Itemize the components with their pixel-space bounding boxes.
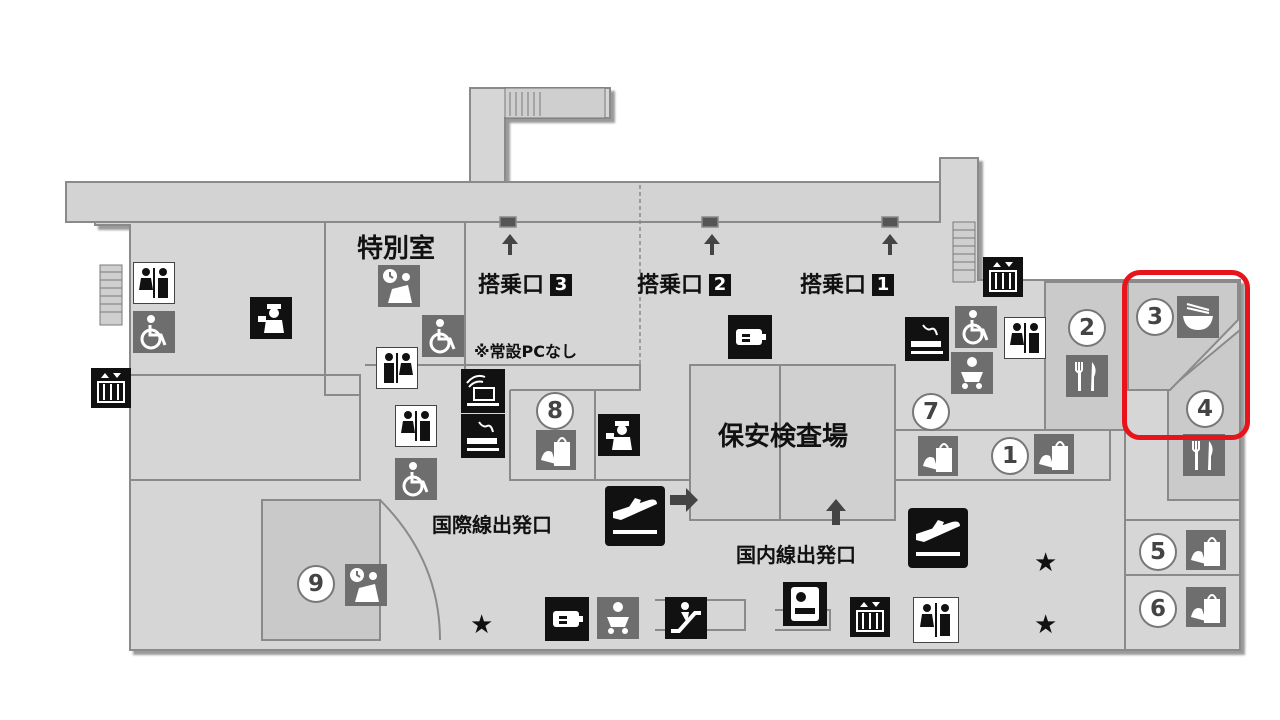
gate-1-number: 1 <box>872 274 895 296</box>
vending-icon <box>783 582 827 626</box>
gate-doors <box>490 185 930 390</box>
lounge-icon <box>378 265 420 307</box>
dom-departure-label: 国内線出発口 <box>736 543 856 567</box>
elevator-icon <box>983 257 1023 297</box>
gate-arrows <box>502 234 898 525</box>
shop-number-3[interactable]: 3 <box>1136 298 1174 336</box>
baby-care-icon <box>597 597 639 639</box>
restroom-icon <box>913 597 959 643</box>
noodle-icon <box>1177 296 1219 338</box>
police-icon <box>598 414 640 456</box>
restaurant-icon <box>1066 355 1108 397</box>
smoking-icon <box>461 414 505 458</box>
shop-number-5[interactable]: 5 <box>1139 533 1177 571</box>
restroom-icon <box>395 405 437 447</box>
escalator-icon <box>665 597 707 639</box>
wheelchair-icon <box>422 315 464 357</box>
gate-2-text: 搭乗口 <box>637 273 704 298</box>
star-marker: ★ <box>1034 548 1058 578</box>
shopping-icon <box>1186 530 1226 570</box>
charging-icon <box>728 315 772 359</box>
elevator-icon <box>91 368 131 408</box>
departure-icon <box>605 486 665 546</box>
gate-2-number: 2 <box>709 274 732 296</box>
restroom-icon <box>376 347 418 389</box>
shopping-icon <box>536 430 576 470</box>
shop-number-8[interactable]: 8 <box>536 392 574 430</box>
gate-1-text: 搭乗口 <box>800 273 867 298</box>
smoking-icon <box>905 317 949 361</box>
wifi-pc-icon <box>461 369 505 413</box>
gate-3-text: 搭乗口 <box>478 273 545 298</box>
lounge-icon <box>345 564 387 606</box>
shop-number-1[interactable]: 1 <box>991 437 1029 475</box>
restaurant-icon <box>1183 434 1225 476</box>
shop-number-9[interactable]: 9 <box>297 565 335 603</box>
shopping-icon <box>1034 434 1074 474</box>
shop-number-4[interactable]: 4 <box>1186 390 1224 428</box>
shopping-icon <box>1186 587 1226 627</box>
highlight-box <box>1122 270 1250 440</box>
no-pc-note: ※常設PCなし <box>474 342 578 361</box>
restroom-icon <box>133 262 175 304</box>
shop-number-6[interactable]: 6 <box>1139 590 1177 628</box>
shop-number-7[interactable]: 7 <box>912 393 950 431</box>
security-checkpoint-label: 保安検査場 <box>718 422 849 452</box>
intl-departure-label: 国際線出発口 <box>432 513 552 537</box>
wheelchair-icon <box>955 306 997 348</box>
star-marker: ★ <box>470 610 494 640</box>
departure-icon <box>908 508 968 568</box>
stairs-top <box>504 87 606 119</box>
police-icon <box>250 297 292 339</box>
stairs-left <box>99 264 123 326</box>
restroom-icon <box>1004 317 1046 359</box>
wheelchair-icon <box>395 458 437 500</box>
charging-icon <box>545 597 589 641</box>
stairs-right <box>952 221 976 283</box>
special-room-label: 特別室 <box>357 234 436 264</box>
shopping-icon <box>918 436 958 476</box>
shop-number-2[interactable]: 2 <box>1068 309 1106 347</box>
star-marker: ★ <box>1034 610 1058 640</box>
baby-care-icon <box>951 352 993 394</box>
wheelchair-icon <box>133 311 175 353</box>
elevator-icon <box>850 597 890 637</box>
gate-3-number: 3 <box>550 274 573 296</box>
